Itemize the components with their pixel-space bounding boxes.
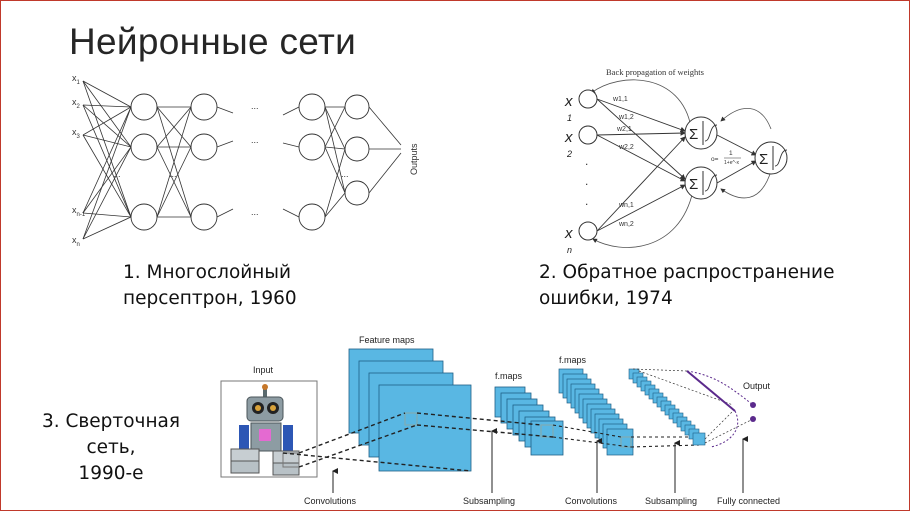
stage-arrows xyxy=(332,428,748,493)
robot-icon xyxy=(230,384,300,476)
backprop-diagram: Back propagation of weights Σ Σ xyxy=(564,67,788,255)
stage-label-convolutions-2: Convolutions xyxy=(565,496,618,506)
conv-projection-2 xyxy=(552,424,700,448)
feature-window xyxy=(404,412,418,426)
output-node-2 xyxy=(750,416,756,422)
mlp-connections xyxy=(82,80,402,240)
svg-text:1: 1 xyxy=(567,113,572,123)
backprop-input-nodes xyxy=(578,89,598,241)
slide-title: Нейронные сети xyxy=(69,21,357,62)
svg-text:w2,2: w2,2 xyxy=(618,144,634,151)
svg-text:x: x xyxy=(564,129,573,146)
svg-text:w1,1: w1,1 xyxy=(612,96,628,103)
stage-label-convolutions-1: Convolutions xyxy=(304,496,357,506)
stage-label-subsampling-1: Subsampling xyxy=(463,496,515,506)
svg-text:...: ... xyxy=(113,169,121,179)
backprop-caption: 2. Обратное распространение ошибки, 1974 xyxy=(539,260,834,312)
output-links xyxy=(686,370,754,448)
svg-text:1+e^-x: 1+e^-x xyxy=(724,160,739,166)
backprop-caption-line2: ошибки, 1974 xyxy=(539,288,673,309)
backprop-x-labels: x x x xyxy=(564,93,573,242)
cnn-caption-line1: 3. Сверточная сеть, xyxy=(41,411,181,458)
backprop-dots: . . . xyxy=(585,154,588,208)
feature-maps-stack xyxy=(348,348,472,472)
backprop-formula: o= 1 1+e^-x xyxy=(711,150,741,166)
cnn-caption: 3. Сверточная сеть, 1990-е xyxy=(15,409,207,487)
mlp-input-labels: x1 x2 x3 xn-1 xn xyxy=(72,73,86,248)
svg-text:w1,2: w1,2 xyxy=(618,114,634,121)
subsample-stack-2 xyxy=(628,368,706,446)
input-label: Input xyxy=(253,365,274,375)
output-label: Output xyxy=(743,381,771,391)
svg-text:Σ: Σ xyxy=(689,176,698,193)
svg-text:wn,2: wn,2 xyxy=(618,221,634,228)
svg-text:x1: x1 xyxy=(72,73,81,86)
svg-text:wn,1: wn,1 xyxy=(618,202,634,209)
stage-label-subsampling-2: Subsampling xyxy=(645,496,697,506)
svg-text:n: n xyxy=(567,245,572,255)
backprop-sigmoid-curves xyxy=(704,124,788,192)
svg-text:x2: x2 xyxy=(72,97,81,110)
backprop-header: Back propagation of weights xyxy=(606,67,704,77)
conv-projection-1 xyxy=(282,412,472,472)
svg-text:x3: x3 xyxy=(72,127,81,140)
cnn-diagram: Input Feature maps f.maps xyxy=(220,335,780,506)
cnn-caption-line2: 1990-е xyxy=(78,463,144,484)
svg-text:...: ... xyxy=(251,207,259,217)
backprop-x-subs: 1 2 n xyxy=(566,113,572,255)
svg-text:x: x xyxy=(564,225,573,242)
backprop-sum-nodes xyxy=(684,116,788,200)
mlp-caption-line2: персептрон, 1960 xyxy=(123,288,297,309)
svg-text:...: ... xyxy=(169,169,177,179)
fmaps-label-2: f.maps xyxy=(559,355,587,365)
fmaps-stack-1 xyxy=(494,386,564,456)
input-image xyxy=(220,380,318,478)
svg-text:xn-1: xn-1 xyxy=(72,205,86,218)
fc-lines xyxy=(632,368,754,444)
output-node-1 xyxy=(750,402,756,408)
svg-text:w2,1: w2,1 xyxy=(616,126,632,133)
stage-labels: Convolutions Subsampling Convolutions Su… xyxy=(304,496,780,506)
mlp-ellipses: ... ... ... ... ... ... xyxy=(113,101,349,217)
svg-text:x: x xyxy=(564,93,573,110)
mlp-caption-line1: 1. Многослойный xyxy=(123,262,292,283)
mlp-diagram: x1 x2 x3 xn-1 xn ... ... ... ... ... ...… xyxy=(72,73,419,248)
svg-text:...: ... xyxy=(251,135,259,145)
mlp-outputs-label: Outputs xyxy=(409,143,419,175)
backprop-weights: w1,1 w1,2 w2,1 w2,2 wn,1 wn,2 xyxy=(612,96,634,228)
fmaps-stack-2 xyxy=(558,368,634,456)
svg-text:.: . xyxy=(585,194,588,208)
subsample-projection-1 xyxy=(416,412,554,438)
svg-text:.: . xyxy=(585,174,588,188)
fmaps-window-1 xyxy=(540,424,554,438)
backprop-feedback-arcs xyxy=(590,79,772,248)
svg-text:...: ... xyxy=(341,169,349,179)
svg-text:2: 2 xyxy=(566,149,572,159)
svg-text:...: ... xyxy=(251,101,259,111)
backprop-sigmas: Σ Σ Σ xyxy=(689,126,768,193)
svg-text:Σ: Σ xyxy=(759,151,768,168)
feature-maps-label: Feature maps xyxy=(359,335,415,345)
stage-label-fully-connected: Fully connected xyxy=(717,496,780,506)
svg-text:Σ: Σ xyxy=(689,126,698,143)
svg-text:o=: o= xyxy=(711,156,719,163)
fmaps-window-2 xyxy=(620,436,632,448)
svg-text:xn: xn xyxy=(72,235,80,248)
backprop-connections xyxy=(596,98,757,232)
mlp-neurons xyxy=(130,93,370,231)
svg-text:1: 1 xyxy=(729,150,733,157)
fmaps-label-1: f.maps xyxy=(495,371,523,381)
backprop-caption-line1: 2. Обратное распространение xyxy=(539,262,835,283)
svg-text:.: . xyxy=(585,154,588,168)
mlp-caption: 1. Многослойный персептрон, 1960 xyxy=(123,260,297,312)
fc-layer-line xyxy=(686,370,736,412)
